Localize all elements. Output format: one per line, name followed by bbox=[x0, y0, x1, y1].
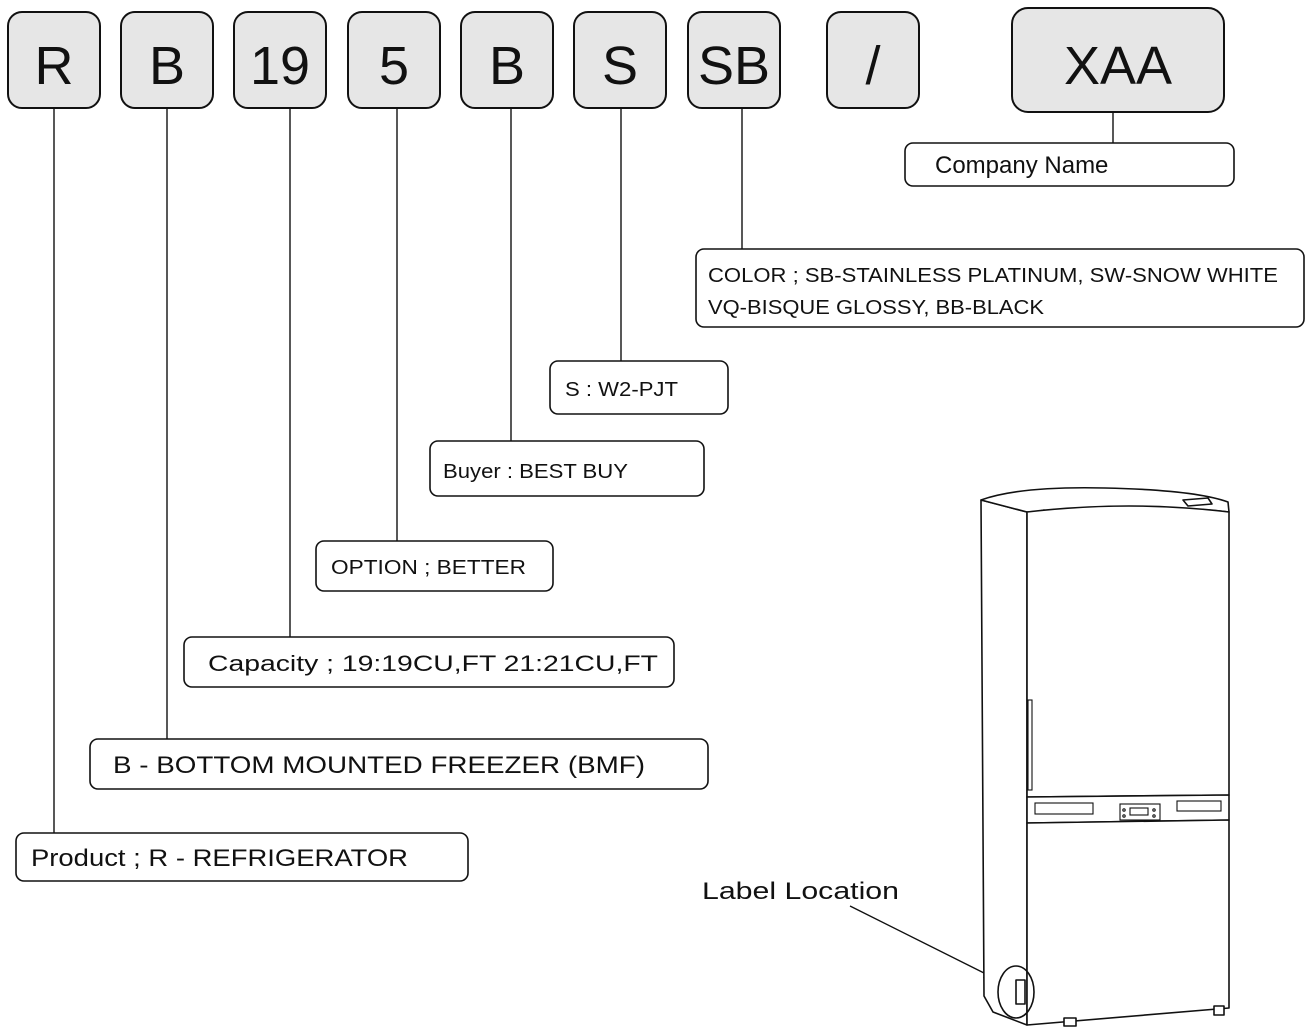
buyer-label: Buyer : BEST BUY bbox=[443, 461, 628, 483]
code-segment-b-text: B bbox=[149, 36, 185, 96]
code-segment-b2: B bbox=[460, 11, 554, 109]
code-segment-r: R bbox=[7, 11, 101, 109]
code-segment-19-text: 19 bbox=[250, 36, 310, 96]
product-label: Product ; R - REFRIGERATOR bbox=[31, 845, 408, 872]
option-box: OPTION ; BETTER bbox=[315, 540, 554, 592]
s-code-label: S : W2-PJT bbox=[565, 379, 678, 401]
code-segment-xaa: XAA bbox=[1011, 7, 1225, 113]
freezer-box: B - BOTTOM MOUNTED FREEZER (BMF) bbox=[89, 738, 709, 790]
code-segment-s: S bbox=[573, 11, 667, 109]
code-segment-slash: / bbox=[826, 11, 920, 109]
code-segment-5: 5 bbox=[347, 11, 441, 109]
code-segment-r-text: R bbox=[35, 36, 74, 96]
code-segment-sb-text: SB bbox=[698, 36, 770, 96]
label-location-text: Label Location bbox=[702, 878, 899, 905]
code-segment-b: B bbox=[120, 11, 214, 109]
capacity-box: Capacity ; 19:19CU,FT 21:21CU,FT bbox=[183, 636, 675, 688]
color-box: COLOR ; SB-STAINLESS PLATINUM, SW-SNOW W… bbox=[695, 248, 1305, 328]
label-location-arrow bbox=[849, 905, 998, 980]
refrigerator-illustration bbox=[980, 486, 1230, 1027]
company-name-box: Company Name bbox=[904, 142, 1235, 187]
color-label-line2: VQ-BISQUE GLOSSY, BB-BLACK bbox=[708, 297, 1045, 319]
code-segment-19: 19 bbox=[233, 11, 327, 109]
s-code-box: S : W2-PJT bbox=[549, 360, 729, 415]
option-label: OPTION ; BETTER bbox=[331, 557, 526, 579]
code-segment-s-text: S bbox=[602, 36, 638, 96]
code-segment-sb: SB bbox=[687, 11, 781, 109]
code-segment-slash-text: / bbox=[865, 36, 880, 96]
code-segment-5-text: 5 bbox=[379, 36, 409, 96]
freezer-label: B - BOTTOM MOUNTED FREEZER (BMF) bbox=[113, 752, 645, 779]
buyer-box: Buyer : BEST BUY bbox=[429, 440, 705, 497]
capacity-label: Capacity ; 19:19CU,FT 21:21CU,FT bbox=[208, 651, 658, 676]
company-name-label: Company Name bbox=[935, 152, 1108, 179]
product-box: Product ; R - REFRIGERATOR bbox=[15, 832, 469, 882]
code-segment-b2-text: B bbox=[489, 36, 525, 96]
leader-lines bbox=[53, 108, 1114, 833]
color-label-line1: COLOR ; SB-STAINLESS PLATINUM, SW-SNOW W… bbox=[708, 265, 1278, 287]
code-segment-xaa-text: XAA bbox=[1064, 36, 1172, 96]
